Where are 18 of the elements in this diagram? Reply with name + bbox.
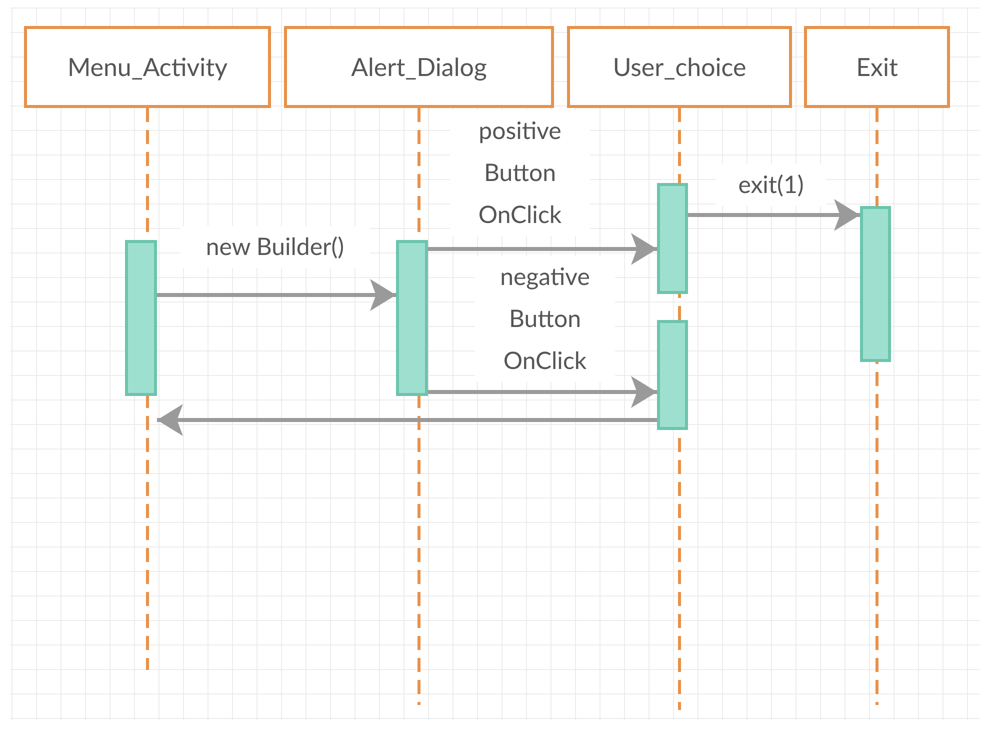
lifeline-header-box: Menu_Activity [24, 26, 271, 108]
activation-bar [657, 183, 688, 294]
lifeline-header-box: Exit [804, 26, 950, 108]
message-arrow [428, 233, 657, 265]
activation-bar [396, 240, 428, 396]
message-arrow [688, 199, 860, 231]
message-arrow [157, 404, 657, 436]
lifeline-header-box: Alert_Dialog [284, 26, 554, 108]
message-label: positive Button OnClick [450, 110, 590, 236]
activation-bar [657, 320, 688, 430]
message-arrow [428, 376, 657, 408]
message-label: exit(1) [716, 164, 826, 206]
message-label: new Builder() [180, 226, 370, 268]
lifeline-header-box: User_choice [567, 26, 792, 108]
activation-bar [125, 240, 157, 396]
activation-bar [860, 206, 891, 362]
message-label: negative Button OnClick [475, 256, 615, 382]
message-arrow [157, 279, 396, 311]
